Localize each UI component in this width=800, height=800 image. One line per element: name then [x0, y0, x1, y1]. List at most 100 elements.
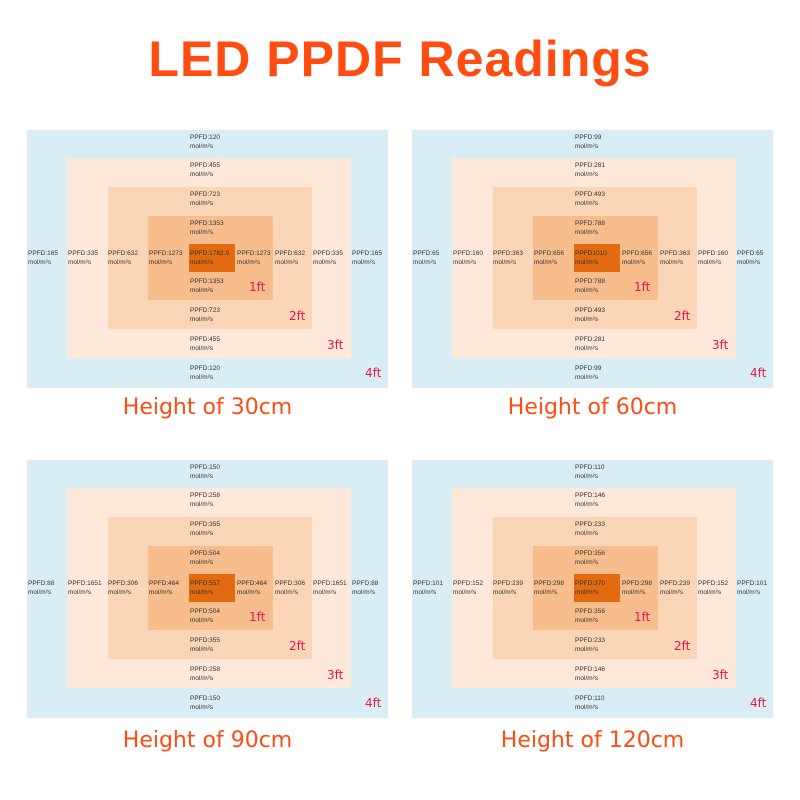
reading-bottom-unit: mol/m²s	[190, 373, 214, 381]
reading-right-unit: mol/m²s	[275, 258, 299, 266]
reading-left-value: PPFD:363	[493, 250, 523, 257]
reading-top-unit: mol/m²s	[575, 228, 599, 236]
reading-right-unit: mol/m²s	[622, 588, 646, 596]
reading-center-value: PPFD:370	[575, 580, 605, 587]
reading-left-value: PPFD:160	[453, 250, 483, 257]
reading-top-value: PPFD:1353	[190, 220, 224, 227]
reading-top-unit: mol/m²s	[190, 558, 214, 566]
reading-bottom-value: PPFD:99	[575, 365, 602, 372]
reading-bottom-unit: mol/m²s	[575, 703, 599, 711]
reading-bottom-unit: mol/m²s	[190, 674, 214, 682]
reading-right-value: PPFD:464	[237, 580, 267, 587]
reading-top-value: PPFD:455	[190, 162, 220, 169]
reading-right-unit: mol/m²s	[737, 588, 761, 596]
reading-bottom-value: PPFD:233	[575, 637, 605, 644]
reading-left-unit: mol/m²s	[28, 258, 52, 266]
reading-left-value: PPFD:306	[108, 580, 138, 587]
reading-center-unit: mol/m²s	[575, 588, 599, 596]
reading-top-value: PPFD:150	[190, 464, 220, 471]
reading-bottom-value: PPFD:723	[190, 307, 220, 314]
reading-left-unit: mol/m²s	[534, 258, 558, 266]
reading-bottom-unit: mol/m²s	[190, 645, 214, 653]
reading-bottom-unit: mol/m²s	[575, 315, 599, 323]
reading-right-unit: mol/m²s	[698, 258, 722, 266]
reading-right-unit: mol/m²s	[237, 258, 261, 266]
zone-label: 2ft	[674, 639, 691, 653]
reading-left-value: PPFD:656	[534, 250, 564, 257]
reading-right-value: PPFD:101	[737, 580, 767, 587]
reading-bottom-unit: mol/m²s	[190, 315, 214, 323]
panel-caption: Height of 60cm	[507, 395, 678, 420]
zone-center	[574, 244, 620, 272]
reading-top-unit: mol/m²s	[190, 500, 214, 508]
reading-bottom-unit: mol/m²s	[190, 286, 214, 294]
reading-top-unit: mol/m²s	[575, 199, 599, 207]
reading-top-unit: mol/m²s	[190, 199, 214, 207]
reading-left-unit: mol/m²s	[108, 588, 132, 596]
reading-bottom-value: PPFD:258	[190, 666, 220, 673]
zone-center	[574, 574, 620, 602]
reading-bottom-value: PPFD:120	[190, 365, 220, 372]
reading-bottom-unit: mol/m²s	[190, 703, 214, 711]
reading-bottom-value: PPFD:1353	[190, 278, 224, 285]
reading-left-value: PPFD:335	[68, 250, 98, 257]
reading-left-value: PPFD:632	[108, 250, 138, 257]
zone-label: 4ft	[365, 366, 382, 380]
zone-label: 3ft	[712, 338, 729, 352]
reading-right-value: PPFD:1273	[237, 250, 271, 257]
reading-right-value: PPFD:239	[660, 580, 690, 587]
reading-bottom-unit: mol/m²s	[575, 373, 599, 381]
reading-right-unit: mol/m²s	[660, 258, 684, 266]
reading-right-unit: mol/m²s	[313, 258, 337, 266]
reading-bottom-value: PPFD:788	[575, 278, 605, 285]
reading-bottom-value: PPFD:455	[190, 336, 220, 343]
reading-center-unit: mol/m²s	[575, 258, 599, 266]
reading-top-unit: mol/m²s	[575, 142, 599, 150]
reading-top-unit: mol/m²s	[575, 170, 599, 178]
reading-left-unit: mol/m²s	[149, 258, 173, 266]
reading-right-unit: mol/m²s	[275, 588, 299, 596]
reading-top-value: PPFD:99	[575, 134, 602, 141]
reading-top-unit: mol/m²s	[575, 558, 599, 566]
reading-bottom-unit: mol/m²s	[575, 616, 599, 624]
reading-right-unit: mol/m²s	[313, 588, 337, 596]
zone-label: 3ft	[327, 668, 344, 682]
reading-left-value: PPFD:65	[413, 250, 440, 257]
reading-bottom-unit: mol/m²s	[575, 645, 599, 653]
reading-left-unit: mol/m²s	[413, 258, 437, 266]
reading-left-value: PPFD:239	[493, 580, 523, 587]
reading-right-unit: mol/m²s	[660, 588, 684, 596]
reading-top-value: PPFD:493	[575, 191, 605, 198]
reading-bottom-value: PPFD:150	[190, 695, 220, 702]
reading-bottom-value: PPFD:110	[575, 695, 605, 702]
reading-bottom-unit: mol/m²s	[575, 344, 599, 352]
reading-top-value: PPFD:258	[190, 492, 220, 499]
panel-caption: Height of 90cm	[122, 728, 293, 753]
reading-left-unit: mol/m²s	[68, 588, 92, 596]
